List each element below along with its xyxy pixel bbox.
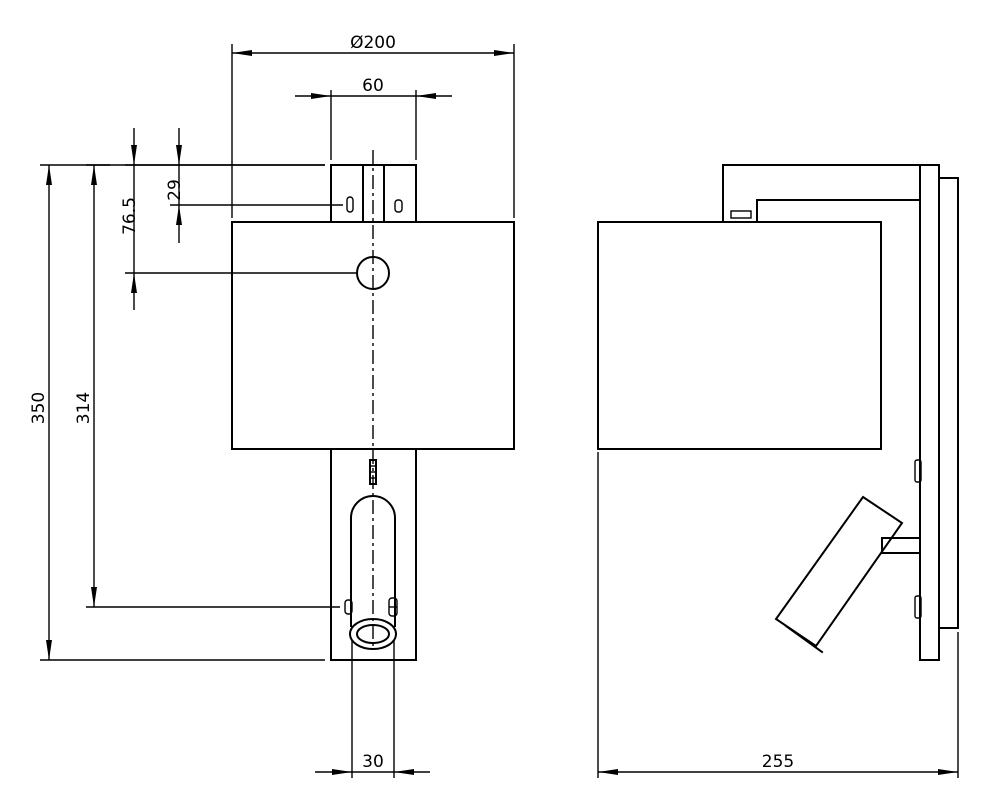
dimension-30: 30 bbox=[315, 640, 430, 778]
dimension-76-5: 76.5 bbox=[120, 128, 357, 310]
diameter-label: Ø200 bbox=[350, 33, 396, 53]
side-shade bbox=[597, 221, 882, 450]
side-mount-knob-lower bbox=[914, 595, 922, 619]
side-wall-plate-back bbox=[938, 177, 959, 629]
side-mount-knob-upper bbox=[914, 459, 922, 483]
reading-light-width-label: 30 bbox=[362, 752, 384, 772]
side-top-bracket bbox=[722, 164, 921, 223]
side-arm bbox=[756, 199, 921, 223]
front-bracket-slot-right bbox=[394, 199, 403, 213]
side-connector bbox=[730, 210, 752, 219]
cable-entry-offset-label: 76.5 bbox=[120, 197, 140, 235]
bracket-width-label: 60 bbox=[362, 76, 384, 96]
dimension-bracket-width: 60 bbox=[295, 76, 452, 160]
front-bracket-slot-left bbox=[346, 196, 354, 213]
side-reading-light-stem bbox=[881, 537, 921, 554]
side-reading-light-head bbox=[774, 495, 904, 648]
front-view bbox=[231, 150, 515, 661]
dimension-314: 314 bbox=[74, 164, 340, 608]
overall-depth-label: 255 bbox=[762, 752, 794, 772]
front-lower-arm bbox=[330, 448, 417, 661]
dimension-255: 255 bbox=[597, 452, 959, 778]
side-wall-plate bbox=[919, 164, 940, 661]
side-view bbox=[597, 164, 959, 661]
dimension-diameter: Ø200 bbox=[231, 33, 515, 218]
overall-height-label: 350 bbox=[29, 392, 49, 424]
dimension-29: 29 bbox=[165, 128, 343, 243]
hole-spacing-label: 314 bbox=[74, 392, 94, 424]
bracket-slot-height-label: 29 bbox=[165, 179, 185, 201]
front-mount-slot-left bbox=[344, 599, 353, 615]
